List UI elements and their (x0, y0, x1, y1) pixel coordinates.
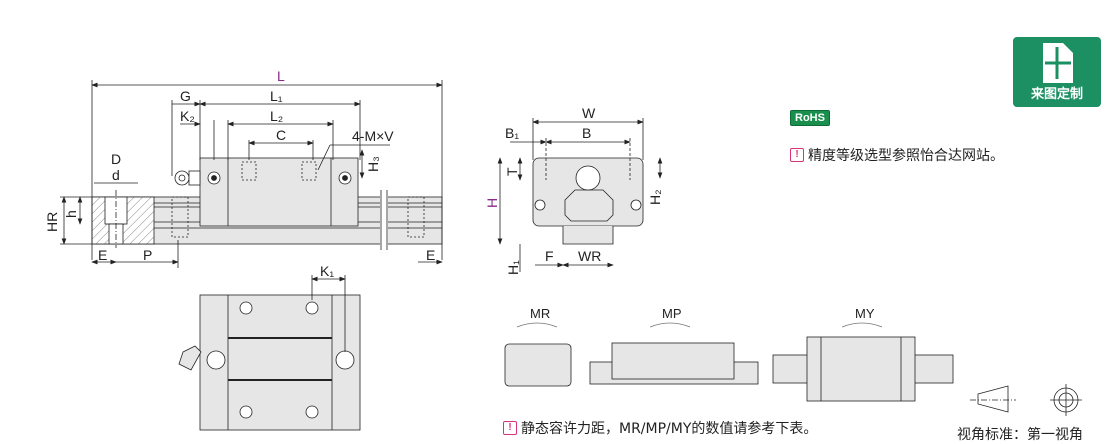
dim-D: D (111, 151, 121, 167)
dim-HR: HR (44, 212, 60, 232)
dim-WR: WR (578, 248, 601, 264)
side-view (60, 80, 443, 268)
dim-T: T (504, 167, 520, 176)
static-moment-note-text: 静态容许力距，MR/MP/MY的数值请参考下表。 (521, 421, 818, 437)
dim-B: B (582, 125, 591, 141)
dim-H: H (484, 198, 500, 208)
view-standard-label: 视角标准：第一视角 (957, 427, 1083, 443)
dim-B1: B₁ (505, 125, 519, 141)
top-view (178, 275, 361, 431)
dim-K2: K₂ (180, 108, 195, 124)
projection-symbol (970, 384, 1082, 416)
dim-P: P (143, 247, 152, 263)
dim-H2: H₂ (647, 189, 663, 205)
static-moment-note: ! 静态容许力距，MR/MP/MY的数值请参考下表。 (503, 418, 817, 438)
dim-h: h (63, 210, 79, 218)
precision-note: ! 精度等级选型参照怡合达网站。 (790, 145, 1004, 165)
dim-L2: L₂ (270, 108, 283, 124)
custom-drawing-badge[interactable]: 来图定制 (1013, 37, 1101, 107)
side-view-labels: L L₁ L₂ C G K₂ 4-M×V H₃ D d h HR E P E (44, 68, 435, 263)
dim-G: G (180, 88, 191, 104)
precision-note-text: 精度等级选型参照怡合达网站。 (808, 148, 1004, 164)
dim-H1: H₁ (505, 260, 521, 275)
dim-L1: L₁ (270, 88, 283, 104)
dim-d: d (112, 167, 120, 183)
moment-MP: MP (662, 306, 682, 321)
document-crosshair-icon (1043, 43, 1073, 83)
end-view (497, 118, 663, 272)
custom-drawing-label: 来图定制 (1030, 87, 1083, 102)
dim-MV: 4-M×V (352, 128, 394, 144)
dim-H3: H₃ (365, 156, 381, 172)
moment-MR: MR (530, 306, 550, 321)
moment-labels: MR MP MY (530, 306, 875, 321)
warning-icon: ! (790, 148, 804, 162)
dim-K1: K₁ (320, 263, 334, 279)
moment-MY: MY (855, 306, 875, 321)
rohs-badge: RoHS (790, 110, 830, 126)
warning-icon: ! (503, 421, 517, 435)
dim-F: F (545, 248, 554, 264)
dim-E-right: E (426, 247, 435, 263)
dim-W: W (582, 105, 596, 121)
dim-C: C (276, 127, 286, 143)
dim-E-left: E (98, 247, 107, 263)
dim-L: L (277, 68, 285, 84)
moment-views (504, 322, 954, 402)
end-view-labels: W B₁ B T H H₂ H₁ F WR (484, 105, 663, 275)
